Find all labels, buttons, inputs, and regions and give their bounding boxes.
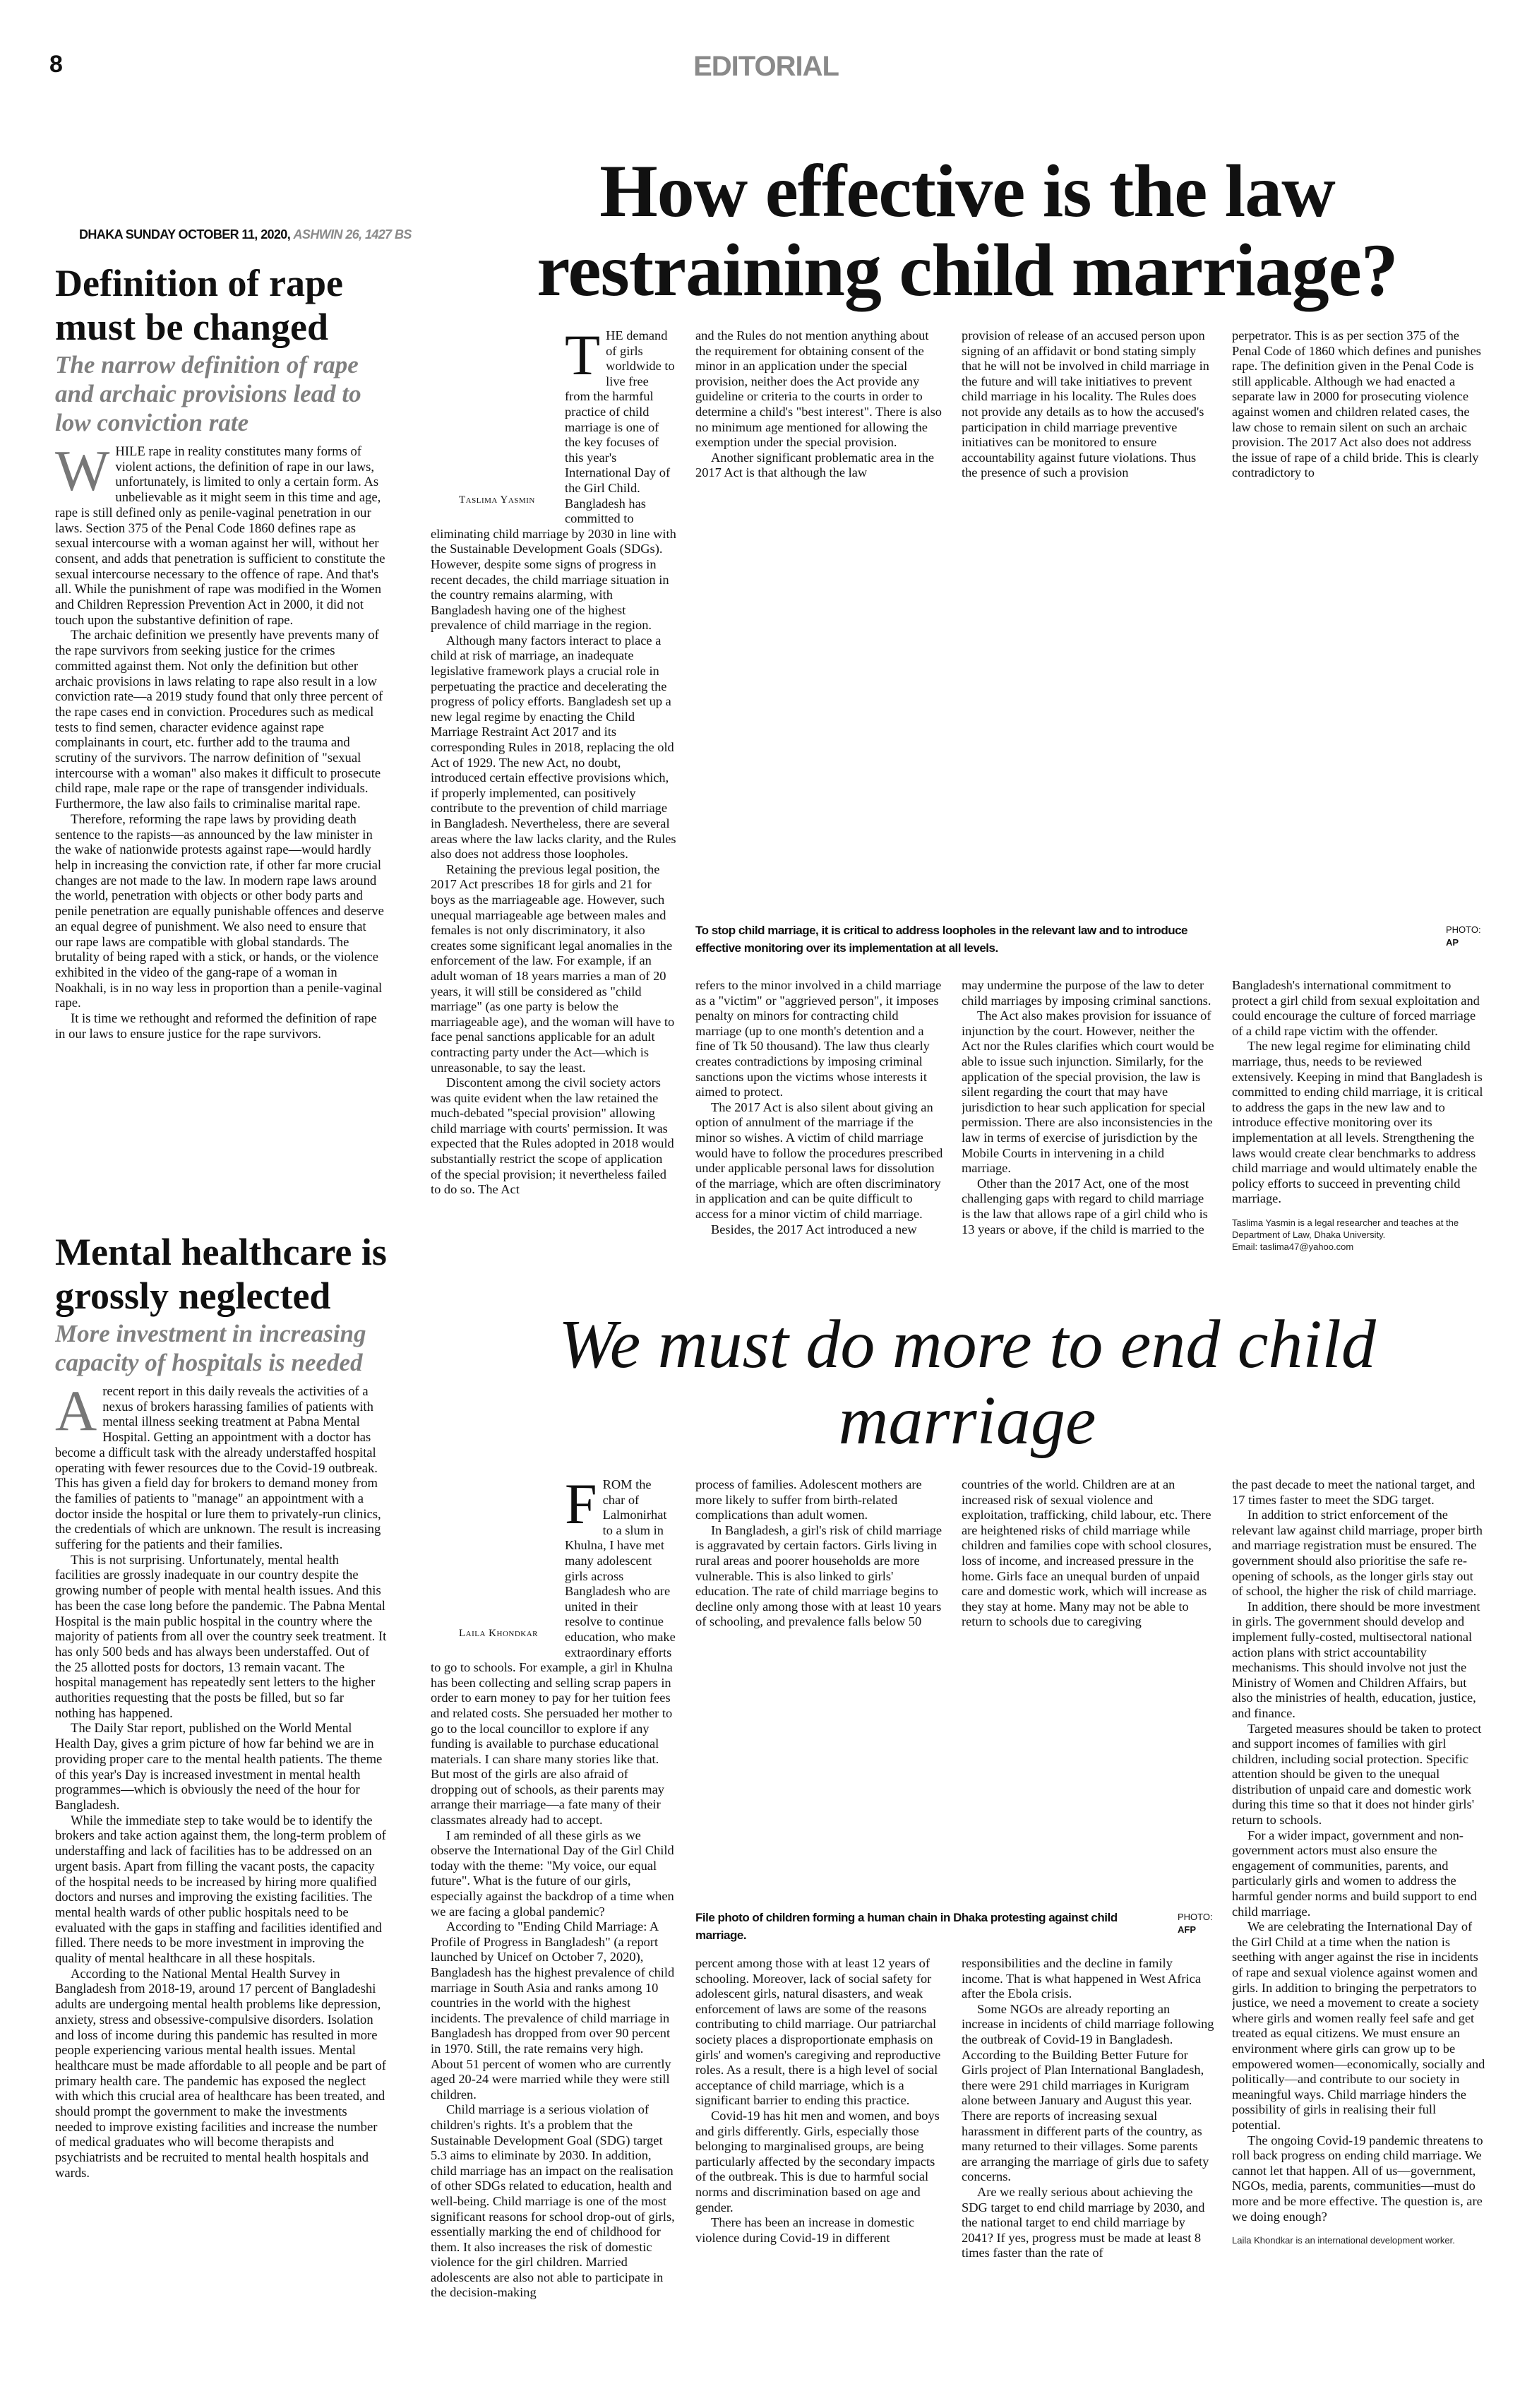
- paragraph: HILE rape in reality constitutes many fo…: [55, 444, 385, 628]
- paragraph: recent report in this daily reveals the …: [55, 1384, 381, 1553]
- photo-caption: File photo of children forming a human c…: [695, 1911, 1118, 1942]
- author-bio: Laila Khondkar is an international devel…: [1232, 2234, 1486, 2246]
- paragraph: The archaic definition we presently have…: [55, 628, 383, 812]
- article-headline: How effective is the law restraining chi…: [537, 150, 1398, 311]
- photo-credit-source: AP: [1446, 937, 1459, 948]
- drop-cap: T: [565, 328, 601, 387]
- drop-cap: F: [565, 1477, 597, 1536]
- photo-credit-source: AFP: [1178, 1924, 1196, 1935]
- paragraph: process of families. Adolescent mothers …: [695, 1477, 922, 1522]
- paragraph: countries of the world. Children are at …: [962, 1477, 1211, 1629]
- drop-cap: A: [55, 1378, 97, 1443]
- article1-column-4-bottom: Bangladesh's international commitment to…: [1232, 978, 1486, 1297]
- article1-column-3-top: provision of release of an accused perso…: [962, 328, 1214, 499]
- paragraph: Taslima Yasmin is a legal researcher and…: [1232, 1217, 1459, 1240]
- byline: Taslima Yasmin: [459, 494, 535, 506]
- paragraph: In addition to strict enforcement of the…: [1232, 1508, 1483, 1599]
- drop-cap: W: [55, 439, 110, 503]
- paragraph: perpetrator. This is as per section 375 …: [1232, 328, 1481, 480]
- paragraph: The Act also makes provision for issuanc…: [962, 1008, 1214, 1176]
- paragraph: According to the National Mental Health …: [55, 1966, 386, 2181]
- paragraph: Child marriage is a serious violation of…: [431, 2102, 675, 2300]
- paragraph: Are we really serious about achieving th…: [962, 2184, 1205, 2260]
- article2-column-2-top: process of families. Adolescent mothers …: [695, 1477, 944, 1647]
- paragraph: Laila Khondkar is an international devel…: [1232, 2235, 1455, 2246]
- paragraph: In Bangladesh, a girl's risk of child ma…: [695, 1522, 942, 1629]
- date: DHAKA SUNDAY OCTOBER 11, 2020,: [79, 227, 291, 242]
- paragraph: Covid-19 has hit men and women, and boys…: [695, 2108, 940, 2215]
- byline-box: Taslima Yasmin: [431, 328, 565, 513]
- article1-column-1: Taslima Yasmin T HE demand of girls worl…: [431, 328, 676, 1297]
- editorial-subhead: More investment in increasing capacity o…: [55, 1320, 366, 1376]
- byline: Laila Khondkar: [459, 1628, 539, 1639]
- paragraph: The new legal regime for eliminating chi…: [1232, 1039, 1483, 1206]
- photo-credit: PHOTO: AFP: [1178, 1911, 1213, 1936]
- editorial-headline: Definition of rape must be changed: [55, 262, 343, 348]
- section-title: EDITORIAL: [693, 51, 839, 82]
- paragraph: Another significant problematic area in …: [695, 450, 935, 480]
- paragraph: I am reminded of all these girls as we o…: [431, 1828, 674, 1919]
- article1-column-2-bottom: refers to the minor involved in a child …: [695, 978, 944, 1297]
- paragraph: We are celebrating the International Day…: [1232, 1919, 1485, 2132]
- paragraph: Some NGOs are already reporting an incre…: [962, 2001, 1214, 2184]
- article2-column-2-bottom: percent among those with at least 12 yea…: [695, 1956, 944, 2399]
- photo-credit-label: PHOTO:: [1446, 924, 1481, 935]
- paragraph: Email: taslima47@yahoo.com: [1232, 1241, 1354, 1252]
- paragraph: According to "Ending Child Marriage: A P…: [431, 1919, 675, 2102]
- paragraph: provision of release of an accused perso…: [962, 328, 1209, 480]
- paragraph: percent among those with at least 12 yea…: [695, 1956, 941, 2108]
- article2-column-3-top: countries of the world. Children are at …: [962, 1477, 1214, 1647]
- date-bengali: ASHWIN 26, 1427 BS: [293, 227, 412, 242]
- article2-column-3-bottom: responsibilities and the decline in fami…: [962, 1956, 1214, 2399]
- editorial-body: W HILE rape in reality constitutes many …: [55, 439, 387, 1042]
- editorial-mental-healthcare: Mental healthcare is grossly neglected M…: [55, 1230, 387, 2399]
- article2-column-4: the past decade to meet the national tar…: [1232, 1477, 1486, 2399]
- article1-photo: [695, 508, 1507, 911]
- article2-column-1: Laila Khondkar F ROM the char of Lalmoni…: [431, 1477, 676, 2399]
- paragraph: There has been an increase in domestic v…: [695, 2215, 914, 2245]
- paragraph: While the immediate step to take would b…: [55, 1813, 386, 1967]
- article1-column-4-top: perpetrator. This is as per section 375 …: [1232, 328, 1486, 499]
- paragraph: The ongoing Covid-19 pandemic threatens …: [1232, 2133, 1483, 2224]
- paragraph: ROM the char of Lalmonirhat to a slum in…: [431, 1477, 676, 1828]
- paragraph: The Daily Star report, published on the …: [55, 1721, 383, 1813]
- editorial-rape-definition: Definition of rape must be changed The n…: [55, 261, 387, 1208]
- byline-box: Laila Khondkar: [431, 1477, 565, 1647]
- paragraph: In addition, there should be more invest…: [1232, 1599, 1480, 1720]
- paragraph: the past decade to meet the national tar…: [1232, 1477, 1476, 1507]
- paragraph: Retaining the previous legal position, t…: [431, 862, 675, 1075]
- paragraph: refers to the minor involved in a child …: [695, 978, 942, 1099]
- photo-caption: To stop child marriage, it is critical t…: [695, 924, 1188, 955]
- article1-column-2-top: and the Rules do not mention anything ab…: [695, 328, 944, 499]
- paragraph: It is time we rethought and reformed the…: [55, 1011, 377, 1042]
- article1-column-3-bottom: may undermine the purpose of the law to …: [962, 978, 1214, 1297]
- paragraph: The 2017 Act is also silent about giving…: [695, 1099, 943, 1221]
- paragraph: Besides, the 2017 Act introduced a new: [711, 1222, 917, 1236]
- editorial-body: A recent report in this daily reveals th…: [55, 1378, 387, 2181]
- article-headline: We must do more to end child marriage: [558, 1306, 1376, 1459]
- paragraph: Therefore, reforming the rape laws by pr…: [55, 811, 384, 1011]
- dateline: DHAKA SUNDAY OCTOBER 11, 2020, ASHWIN 26…: [79, 227, 412, 242]
- paragraph: Bangladesh's international commitment to…: [1232, 978, 1480, 1038]
- paragraph: Targeted measures should be taken to pro…: [1232, 1721, 1482, 1828]
- article2-photo: [695, 1656, 1214, 1900]
- paragraph: responsibilities and the decline in fami…: [962, 1956, 1201, 2001]
- paragraph: HE demand of girls worldwide to live fre…: [431, 328, 676, 633]
- page-number: 8: [49, 51, 63, 78]
- paragraph: This is not surprising. Unfortunately, m…: [55, 1552, 387, 1721]
- paragraph: and the Rules do not mention anything ab…: [695, 328, 942, 450]
- paragraph: Although many factors interact to place …: [431, 633, 676, 862]
- paragraph: may undermine the purpose of the law to …: [962, 978, 1211, 1008]
- author-bio: Taslima Yasmin is a legal researcher and…: [1232, 1217, 1486, 1253]
- editorial-subhead: The narrow definition of rape and archai…: [55, 351, 361, 436]
- photo-credit: PHOTO: AP: [1446, 924, 1481, 949]
- photo-credit-label: PHOTO:: [1178, 1912, 1213, 1922]
- paragraph: Other than the 2017 Act, one of the most…: [962, 1176, 1208, 1236]
- paragraph: For a wider impact, government and non-g…: [1232, 1828, 1477, 1919]
- paragraph: Discontent among the civil society actor…: [431, 1075, 674, 1197]
- editorial-headline: Mental healthcare is grossly neglected: [55, 1231, 387, 1317]
